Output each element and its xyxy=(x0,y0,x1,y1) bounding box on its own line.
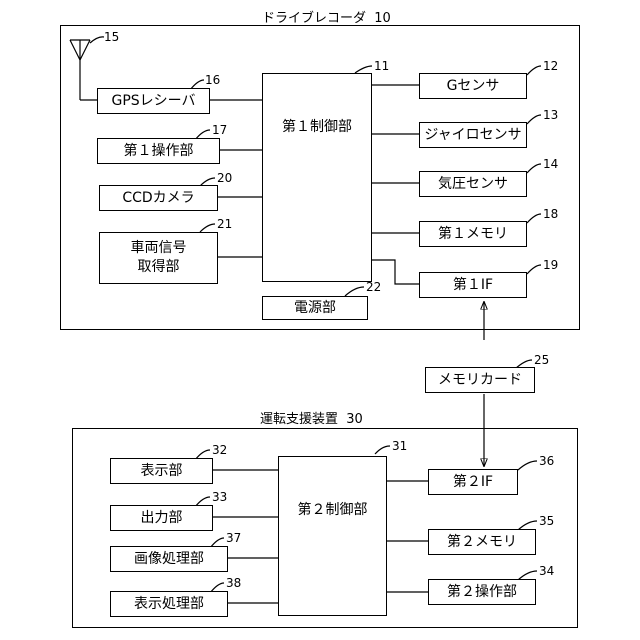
display-label: 表示部 xyxy=(141,462,183,481)
power-supply-box: 電源部 xyxy=(262,296,368,320)
if2-label: 第２IF xyxy=(453,473,493,492)
lower-title-text: 運転支援装置 xyxy=(260,412,338,427)
op1-ref: 17 xyxy=(212,123,227,137)
vehicle-signal-box: 車両信号 取得部 xyxy=(99,232,218,284)
power-label: 電源部 xyxy=(294,299,336,318)
antenna-ref: 15 xyxy=(104,30,119,44)
imgproc-label: 画像処理部 xyxy=(134,550,204,569)
gyro-ref: 13 xyxy=(543,108,558,122)
ccd-label: CCDカメラ xyxy=(122,189,194,208)
vehicle-label-line1: 車両信号 xyxy=(131,239,187,258)
vehicle-ref: 21 xyxy=(217,217,232,231)
second-interface-box: 第２IF xyxy=(428,469,518,495)
second-control-box: 第２制御部 xyxy=(278,456,387,616)
driving-support-title: 運転支援装置 30 xyxy=(260,408,363,427)
output-box: 出力部 xyxy=(110,505,213,531)
mem1-ref: 18 xyxy=(543,207,558,221)
ccd-camera-box: CCDカメラ xyxy=(99,185,218,211)
display-processing-box: 表示処理部 xyxy=(110,591,228,617)
output-label: 出力部 xyxy=(141,509,183,528)
pressure-ref: 14 xyxy=(543,157,558,171)
ctrl1-ref: 11 xyxy=(374,59,389,73)
second-operation-box: 第２操作部 xyxy=(428,579,536,605)
first-interface-box: 第１IF xyxy=(419,272,527,298)
op1-label: 第１操作部 xyxy=(124,142,194,161)
power-ref: 22 xyxy=(366,280,381,294)
drive-recorder-title: ドライブレコーダ 10 xyxy=(262,7,391,26)
ctrl2-label: 第２制御部 xyxy=(298,501,368,520)
ctrl1-label: 第１制御部 xyxy=(282,118,352,137)
if1-ref: 19 xyxy=(543,258,558,272)
if2-ref: 36 xyxy=(539,454,554,468)
gyro-label: ジャイロセンサ xyxy=(424,126,521,145)
pressure-label: 気圧センサ xyxy=(438,175,508,194)
first-control-box: 第１制御部 xyxy=(262,73,372,282)
dispproc-ref: 38 xyxy=(226,576,241,590)
gps-receiver-box: GPSレシーバ xyxy=(97,88,210,114)
dispproc-label: 表示処理部 xyxy=(134,595,204,614)
gsensor-label: Gセンサ xyxy=(447,77,500,96)
display-box: 表示部 xyxy=(110,458,213,484)
imgproc-ref: 37 xyxy=(226,531,241,545)
display-ref: 32 xyxy=(212,443,227,457)
vehicle-label-line2: 取得部 xyxy=(138,258,180,277)
card-ref: 25 xyxy=(534,353,549,367)
gyro-sensor-box: ジャイロセンサ xyxy=(419,122,527,148)
gps-ref: 16 xyxy=(205,73,220,87)
op2-label: 第２操作部 xyxy=(447,583,517,602)
device-ref: 10 xyxy=(374,11,391,26)
device-title-text: ドライブレコーダ xyxy=(262,11,366,26)
ccd-ref: 20 xyxy=(217,171,232,185)
g-sensor-box: Gセンサ xyxy=(419,73,527,99)
mem1-label: 第１メモリ xyxy=(438,225,508,244)
mem2-label: 第２メモリ xyxy=(447,533,517,552)
memory-card-box: メモリカード xyxy=(425,367,535,393)
ctrl2-ref: 31 xyxy=(392,439,407,453)
op2-ref: 34 xyxy=(539,564,554,578)
mem2-ref: 35 xyxy=(539,514,554,528)
if1-label: 第１IF xyxy=(453,276,493,295)
card-label: メモリカード xyxy=(438,371,522,390)
second-memory-box: 第２メモリ xyxy=(428,529,536,555)
gps-label: GPSレシーバ xyxy=(111,92,195,111)
first-operation-box: 第１操作部 xyxy=(97,138,220,164)
output-ref: 33 xyxy=(212,490,227,504)
pressure-sensor-box: 気圧センサ xyxy=(419,171,527,197)
image-processing-box: 画像処理部 xyxy=(110,546,228,572)
gsensor-ref: 12 xyxy=(543,59,558,73)
first-memory-box: 第１メモリ xyxy=(419,221,527,247)
lower-ref: 30 xyxy=(346,412,363,427)
